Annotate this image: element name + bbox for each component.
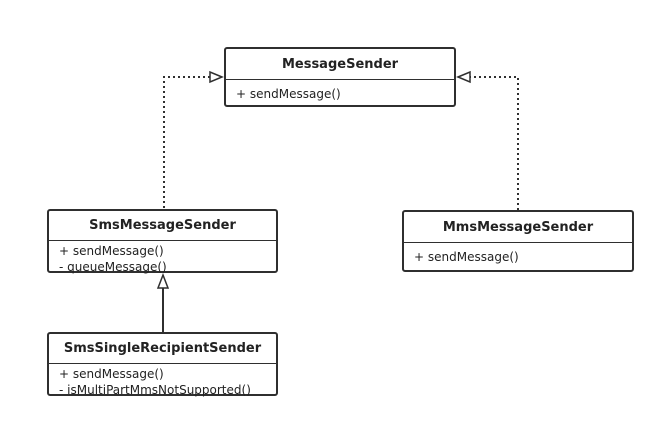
inheritance-arrowhead <box>156 272 170 289</box>
method: + sendMessage() <box>59 367 164 381</box>
class-name: SmsMessageSender <box>49 211 276 241</box>
class-message-sender[interactable]: MessageSender + sendMessage() <box>224 47 456 107</box>
realization-edge-sms <box>163 76 210 208</box>
class-mms-message-sender[interactable]: MmsMessageSender + sendMessage() <box>402 210 634 272</box>
method: + sendMessage() <box>414 250 519 264</box>
method: + sendMessage() <box>59 244 164 258</box>
class-methods: + sendMessage() - queueMessage() <box>49 241 276 275</box>
realization-edge-mms <box>470 76 519 210</box>
method: + sendMessage() <box>236 87 341 101</box>
class-methods: + sendMessage() <box>226 80 454 102</box>
class-name: SmsSingleRecipientSender <box>49 334 276 364</box>
class-name: MessageSender <box>226 49 454 80</box>
class-methods: + sendMessage() <box>404 243 632 265</box>
method: - isMultiPartMmsNotSupported() <box>59 383 251 397</box>
class-sms-single-recipient-sender[interactable]: SmsSingleRecipientSender + sendMessage()… <box>47 332 278 398</box>
class-methods: + sendMessage() - isMultiPartMmsNotSuppo… <box>49 364 276 398</box>
realization-arrowhead-mms <box>456 70 471 84</box>
class-name: MmsMessageSender <box>404 212 632 243</box>
realization-arrowhead-sms <box>209 70 224 84</box>
method: - queueMessage() <box>59 260 167 274</box>
class-sms-message-sender[interactable]: SmsMessageSender + sendMessage() - queue… <box>47 209 278 275</box>
